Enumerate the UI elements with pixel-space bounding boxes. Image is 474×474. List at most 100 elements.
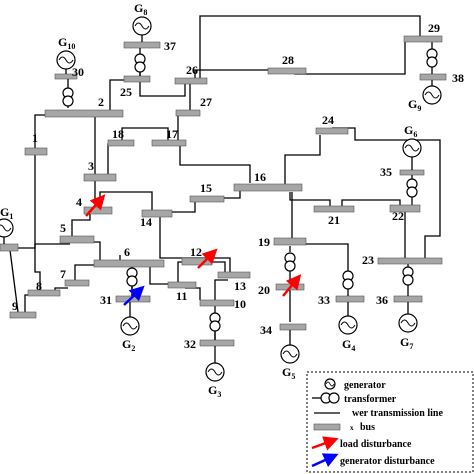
bus-label-1: 1 (32, 131, 38, 145)
legend-load-disturbance-arrow-icon (311, 436, 339, 451)
bus-label-7: 7 (60, 267, 66, 281)
bus-11 (167, 281, 197, 289)
gen-label-10: G10 (58, 35, 75, 51)
line-19-33 (300, 243, 349, 272)
bus-17 (151, 139, 187, 147)
bus-3 (83, 173, 117, 182)
gen-label-8: G8 (134, 1, 147, 17)
generator-icon (280, 344, 300, 364)
bus-label-26: 26 (186, 63, 198, 77)
transformer-icon (426, 48, 438, 68)
bus-24 (315, 127, 349, 135)
gen-label-2: G2 (122, 337, 135, 353)
gen-label-5: G5 (282, 365, 295, 381)
generator-labels: G8 G10 G9 G6 G1 G2 G3 G4 G5 G7 (0, 1, 421, 399)
bus-15 (189, 195, 225, 203)
bus-label-32: 32 (184, 337, 196, 351)
bus-label-4: 4 (76, 195, 82, 209)
bus-28 (267, 67, 307, 75)
legend: generator transformer wer transmission l… (306, 371, 474, 473)
generator-icon (402, 138, 422, 158)
gen-label-7: G7 (400, 335, 413, 351)
bus-label-11: 11 (176, 289, 187, 303)
bus-label-21: 21 (328, 213, 340, 227)
bus-label-25: 25 (120, 85, 132, 99)
bus-13 (217, 271, 251, 279)
generators (0, 16, 442, 382)
bus-label-27: 27 (200, 95, 212, 109)
legend-generator-disturbance-label: generator disturbance (340, 456, 435, 467)
bus-label-37: 37 (164, 39, 176, 53)
gen-label-4: G4 (342, 337, 355, 353)
line-27-17 (177, 113, 188, 140)
disturbances (85, 194, 302, 306)
transformer-icon (406, 178, 418, 198)
bus-label-9: 9 (12, 299, 18, 313)
legend-bus-marker: x (350, 424, 354, 432)
bus-label-13: 13 (234, 279, 246, 293)
load-disturbance-arrow-icon (197, 248, 218, 269)
bus-label-18: 18 (112, 127, 124, 141)
bus-27 (175, 109, 201, 117)
bus-label-22: 22 (392, 209, 404, 223)
generator-icon (132, 16, 152, 36)
bus-label-2: 2 (98, 95, 104, 109)
bus-label-36: 36 (376, 293, 388, 307)
generator-icon (205, 362, 225, 382)
bus-label-6: 6 (124, 245, 130, 259)
line-9-39 (9, 249, 19, 313)
legend-transformer-label: transformer (344, 394, 397, 405)
bus-35 (399, 169, 425, 176)
bus-6 (93, 259, 165, 268)
generator-icon (120, 316, 140, 336)
bus-label-35: 35 (380, 165, 392, 179)
bus-label-33: 33 (318, 293, 330, 307)
bus-33 (335, 295, 365, 303)
transformer-icon (62, 87, 74, 107)
line-14-15 (170, 202, 196, 213)
transformer-icon (402, 266, 414, 286)
line-25-26 (139, 80, 186, 97)
bus-label-12: 12 (190, 245, 202, 259)
line-6-11 (149, 266, 170, 285)
load-disturbance-arrow-icon (85, 194, 106, 217)
transformer-icon (342, 270, 354, 290)
bus-label-17: 17 (166, 127, 178, 141)
bus-labels: 1 2 3 4 5 6 7 8 9 10 11 12 13 14 15 16 1… (12, 21, 464, 351)
legend-load-disturbance-label: load disturbance (340, 439, 412, 450)
generator-icon (422, 85, 442, 105)
bus-label-15: 15 (200, 181, 212, 195)
bus-22 (389, 204, 421, 213)
bus-label-16: 16 (254, 170, 266, 184)
gen-label-3: G3 (208, 383, 221, 399)
line-6-7 (74, 264, 98, 280)
bus-label-23: 23 (362, 253, 374, 267)
bus-14 (141, 209, 173, 218)
bus-label-24: 24 (322, 113, 334, 127)
transformer-icon (126, 267, 138, 287)
bus-21 (313, 205, 355, 213)
line-24-23 (332, 127, 441, 258)
bus-9 (9, 311, 37, 319)
generator-icon (56, 50, 76, 70)
bus-32 (199, 339, 235, 347)
gen-label-6: G6 (404, 123, 417, 139)
bus-label-19: 19 (258, 235, 270, 249)
transformer-icon (209, 312, 221, 332)
bus-8 (27, 289, 61, 297)
legend-transformer-icon (320, 392, 340, 404)
line-21-22 (341, 199, 401, 208)
line-8-9 (24, 294, 35, 312)
bus-5 (59, 235, 95, 244)
generator-icon (0, 218, 14, 238)
bus-37 (123, 41, 161, 49)
bus-label-5: 5 (60, 221, 66, 235)
bus-label-31: 31 (100, 293, 112, 307)
bus-26 (174, 77, 208, 85)
bus-label-28: 28 (282, 53, 294, 67)
bus-16 (233, 183, 303, 192)
generator-icon (338, 315, 358, 335)
bus-label-10: 10 (234, 297, 246, 311)
line-5-8 (34, 243, 70, 290)
